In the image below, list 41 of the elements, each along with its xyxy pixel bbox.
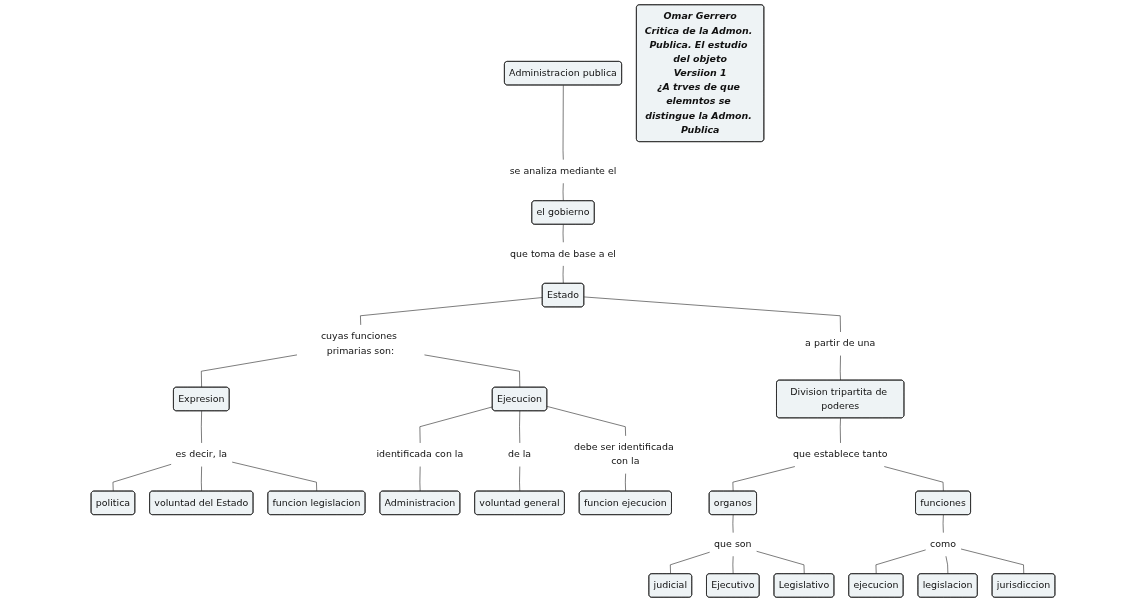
connector — [732, 514, 734, 533]
connector — [201, 410, 202, 444]
node-text: cuyas funciones primarias son: — [320, 330, 397, 356]
connector — [839, 355, 841, 381]
connector — [519, 410, 521, 444]
connector — [875, 549, 926, 575]
node-text: se analiza mediante el — [509, 165, 617, 177]
connector — [201, 466, 202, 492]
connector — [519, 466, 521, 492]
connector — [732, 466, 796, 492]
connector — [419, 406, 493, 444]
node-text: como — [930, 538, 957, 550]
connector — [231, 461, 318, 492]
node-text: es decir, la — [175, 448, 228, 460]
connector — [419, 466, 421, 492]
connector — [839, 417, 841, 444]
connector — [562, 182, 564, 202]
node-text: que son — [714, 538, 752, 550]
node-text: que establece tanto — [793, 448, 888, 460]
node-text: identificada con la — [376, 448, 464, 460]
connector — [424, 354, 521, 388]
connector — [625, 473, 626, 492]
connector — [201, 354, 298, 388]
connector — [360, 297, 543, 326]
connector — [756, 550, 805, 575]
connector — [670, 551, 710, 575]
connector — [546, 406, 626, 437]
connector — [945, 555, 949, 575]
node-text: debe ser identificada con la — [574, 441, 674, 467]
node-text: que toma de base a el — [510, 247, 616, 260]
connector — [942, 514, 944, 533]
connector — [732, 555, 734, 575]
node-text: de la — [507, 448, 532, 460]
connector — [583, 296, 841, 333]
connector — [562, 265, 564, 284]
connector — [562, 224, 564, 243]
connector — [112, 464, 172, 492]
connector — [562, 85, 564, 160]
connector — [884, 466, 944, 492]
connector — [960, 548, 1025, 575]
node-text: a partir de una — [805, 337, 876, 349]
